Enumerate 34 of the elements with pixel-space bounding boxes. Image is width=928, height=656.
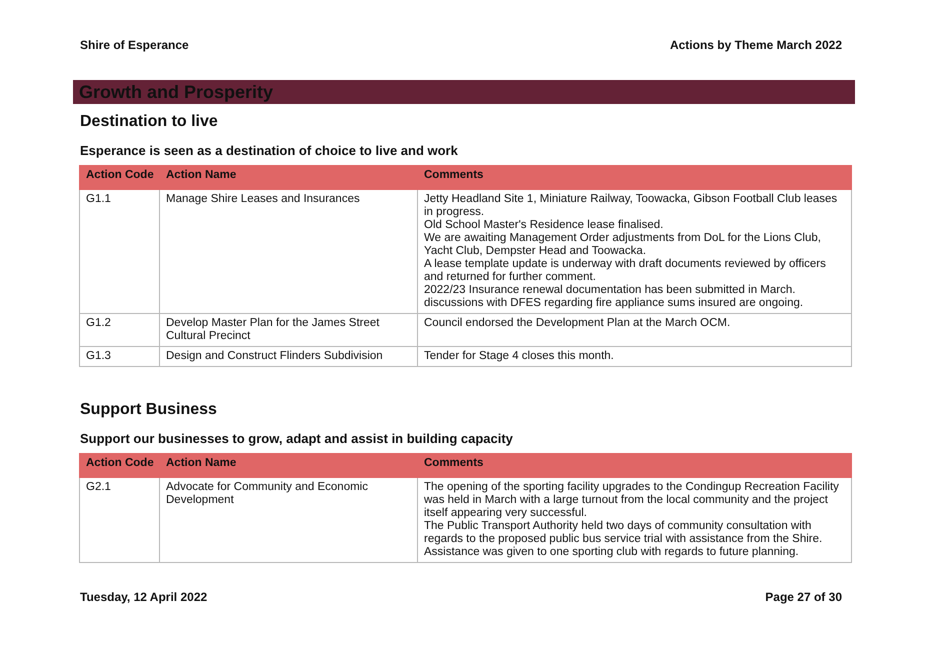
action-code: G2.1 [86, 481, 112, 494]
comment-text: discussions with DFES regarding fire appliance sums insured are ongoing. [424, 297, 804, 310]
section-heading: Growth and Prosperity [73, 80, 855, 104]
header-text: Shire of Esperance [80, 38, 189, 52]
comment-text: A lease template update is underway with draft documents reviewed by officers and returned for further comment. [424, 258, 827, 284]
column-header: Action Name [160, 166, 418, 190]
column-header: Comments [418, 166, 852, 190]
comment-text: 2022/23 Insurance renewal documentation has been submitted in March. [424, 284, 796, 297]
action-name: Advocate for Community and Economic Development [166, 481, 369, 507]
comment-text: Jetty Headland Site 1, Miniature Railway, Toowacka, Gibson Football Club leases in progress. [424, 193, 838, 219]
comment-text: Assistance was given to one sporting club with regards to future planning. [424, 546, 800, 559]
header-text: Actions by Theme March 2022 [670, 38, 842, 52]
subsection-heading: Destination to live [80, 113, 218, 131]
comment-text: Old School Master's Residence lease finalised. [424, 219, 664, 232]
comment-text: Council endorsed the Development Plan at the March OCM. [424, 317, 732, 330]
comment-text: The Public Transport Authority held two days of community consultation with regards to the proposed public bus service trial with assistance from the Shire. [424, 520, 824, 546]
comment-text: The opening of the sporting facility upgrades to the Condingup Recreation Facility was held in March with a large turnout from the local community and the project itself appearing very successful. [424, 481, 840, 520]
action-name: Develop Master Plan for the James Street Cultural Precinct [166, 317, 380, 343]
page-number: Page 27 of 30 [765, 590, 842, 604]
column-header: Action Name [160, 454, 418, 478]
action-code: G1.1 [86, 193, 112, 206]
objective-heading: Support our businesses to grow, adapt and assist in building capacity [80, 431, 513, 446]
column-header: Comments [418, 454, 852, 478]
comment-text: We are awaiting Management Order adjustments from DoL for the Lions Club, Yacht Club, Dempster Head and Toowacka. [424, 232, 822, 258]
action-name: Manage Shire Leases and Insurances [166, 193, 361, 206]
action-code: G1.2 [86, 317, 112, 330]
comment-text: Tender for Stage 4 closes this month. [424, 350, 615, 363]
column-header: Action Code [80, 166, 160, 190]
subsection-heading: Support Business [80, 401, 217, 419]
action-code: G1.3 [86, 350, 112, 363]
objective-heading: Esperance is seen as a destination of choice to live and work [80, 143, 458, 158]
column-header: Action Code [80, 454, 160, 478]
action-name: Design and Construct Flinders Subdivision [166, 350, 384, 363]
footer-date: Tuesday, 12 April 2022 [80, 590, 208, 604]
